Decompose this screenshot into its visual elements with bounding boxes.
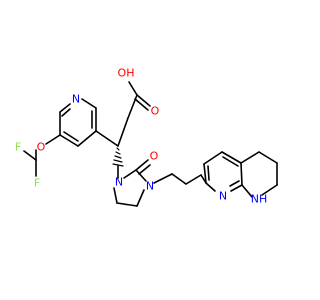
molecule-canvas: OH O N O F F N N O N NH [14,66,278,207]
bond-thr-1 [240,151,260,164]
pyridine-n-label: N [72,93,80,106]
bond-c2-o-b [138,164,151,175]
bond-nap-5 [230,184,243,192]
bond-ch-pyridine [95,130,119,147]
bond-nap-5b [229,180,240,187]
bond-nap-1b [207,165,210,181]
naphthyridine-n-label: N [219,190,227,203]
bond-nap-4 [240,162,243,186]
bond-acid-co-a [136,94,151,107]
bond-py-5b [63,131,79,142]
bond-c4-c5 [116,202,138,207]
bond-py-2 [81,98,97,109]
bond-py-o [45,134,61,145]
bond-c2-o [135,159,149,171]
bond-nap-3 [221,151,242,164]
stereo-hash-bond [112,147,124,167]
ether-o-label: O [37,141,46,154]
bond-py-6 [77,130,97,147]
bond-py-3 [59,103,71,113]
bond-thr-5 [241,184,253,198]
bond-thr-2 [258,151,278,164]
bond-py-3b [61,108,71,117]
imidazolidinone-n3-label: N [146,180,154,193]
fluorine-bottom-label: F [34,177,40,190]
fluorine-top-label: F [15,141,21,154]
bond-ch2b-ch2c [185,174,202,185]
bond-c-f-top [23,150,37,161]
imidazolidinone-n1-label: N [115,176,123,189]
carbonyl-o-label: O [150,150,159,163]
bond-c2-n3 [135,169,147,182]
bond-nap-3b [222,156,239,167]
bond-acid-oh [128,81,138,96]
bond-nap-6 [205,182,216,192]
bond-n1-c2 [123,169,137,179]
atom-labels: OH O N O F F N N O N NH [15,67,267,206]
acid-oh-label: OH [118,67,135,80]
bonds [23,81,278,207]
bond-ch2a-ch2b [171,173,187,185]
acid-carbonyl-o-label: O [151,105,160,118]
bond-ch2-ch [117,117,129,147]
bond-nap-1 [203,163,207,184]
bond-c5-n1 [113,187,118,204]
naphthyridine-nh-label: NH [251,193,268,206]
bond-n3-ch2a [153,173,173,184]
bond-acid-co-b [134,98,149,111]
structure-diagram: OH O N O F F N N O N NH [15,67,278,207]
bond-py-5 [59,134,79,147]
bond-n3-c4 [136,189,145,207]
bond-acid-ch2 [127,94,138,119]
bond-thr-4 [261,184,278,196]
bond-nap-2 [203,151,223,165]
